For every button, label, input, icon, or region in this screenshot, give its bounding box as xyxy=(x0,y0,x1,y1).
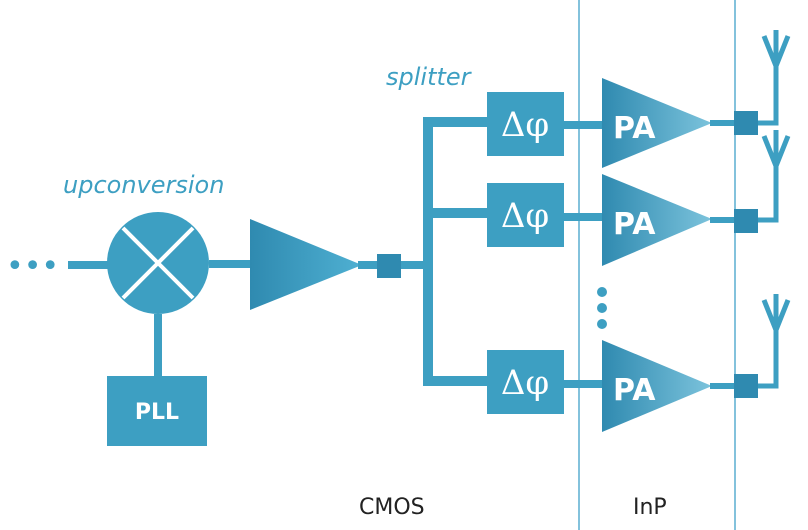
output-node-3 xyxy=(734,374,758,398)
antenna-icon xyxy=(761,294,791,337)
pa-1-label: PA xyxy=(613,111,656,146)
phase-shifter-3-label: Δφ xyxy=(501,363,549,403)
output-node-2 xyxy=(734,209,758,233)
power-amplifier-1 xyxy=(602,78,712,168)
inp-label: InP xyxy=(633,495,667,520)
mixer-x-icon xyxy=(107,212,209,314)
vertical-ellipsis-icon xyxy=(597,287,607,329)
phase-shifter-1 xyxy=(487,92,564,156)
splitter-node xyxy=(377,254,401,278)
upconversion-label: upconversion xyxy=(63,171,224,199)
pll-label: PLL xyxy=(135,400,179,425)
phase-shifter-2 xyxy=(487,183,564,247)
antenna-icon xyxy=(761,30,791,73)
driver-amplifier xyxy=(250,219,362,310)
input-ellipsis: ••• xyxy=(6,249,59,284)
pll-block xyxy=(107,376,207,446)
cmos-label: CMOS xyxy=(359,495,425,520)
branch-1: Δφ PA xyxy=(487,30,791,168)
branch-3: Δφ PA xyxy=(487,294,791,432)
phase-shifter-2-label: Δφ xyxy=(501,196,549,236)
output-node-1 xyxy=(734,111,758,135)
splitter-label: splitter xyxy=(386,63,473,91)
pa-2-label: PA xyxy=(613,207,656,242)
pa-3-label: PA xyxy=(613,373,656,408)
power-amplifier-3 xyxy=(602,340,712,432)
branch-2: Δφ PA xyxy=(487,130,791,266)
phase-shifter-1-label: Δφ xyxy=(501,105,549,145)
antenna-icon xyxy=(761,130,791,173)
power-amplifier-2 xyxy=(602,174,712,266)
phase-shifter-3 xyxy=(487,350,564,414)
